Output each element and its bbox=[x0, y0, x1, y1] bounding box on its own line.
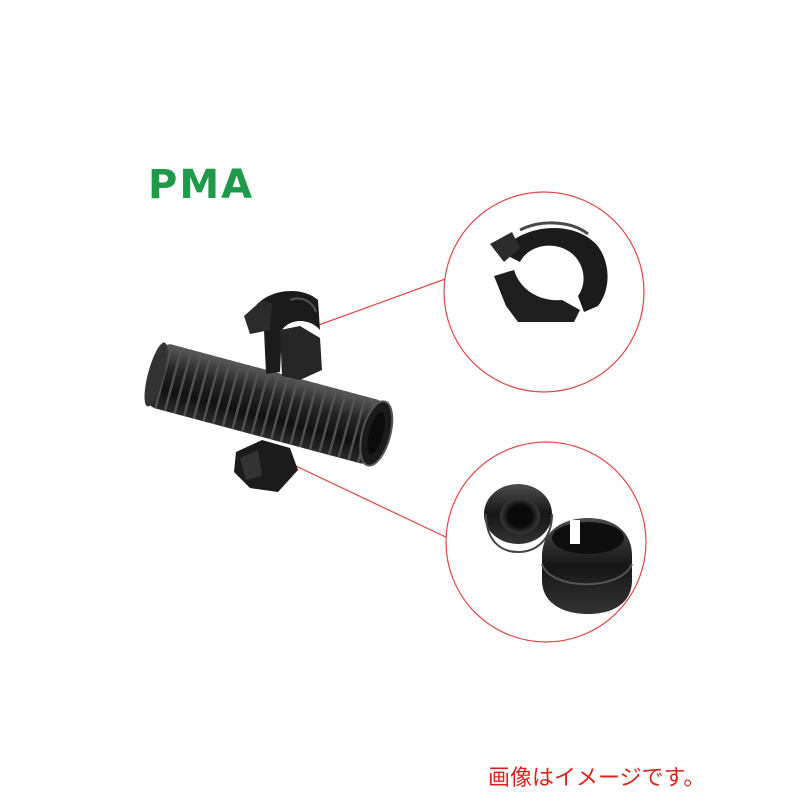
clamp-lower bbox=[234, 440, 298, 492]
clamp-upper bbox=[244, 290, 322, 380]
clamp-detail bbox=[490, 221, 608, 322]
disclaimer-caption: 画像はイメージです。 bbox=[488, 766, 706, 791]
callout-line-top bbox=[315, 277, 449, 327]
brand-logo-text: PMA bbox=[148, 162, 254, 206]
rings-detail bbox=[484, 484, 633, 614]
brand-logo: PMA bbox=[148, 158, 268, 208]
corrugated-tube bbox=[144, 342, 394, 467]
